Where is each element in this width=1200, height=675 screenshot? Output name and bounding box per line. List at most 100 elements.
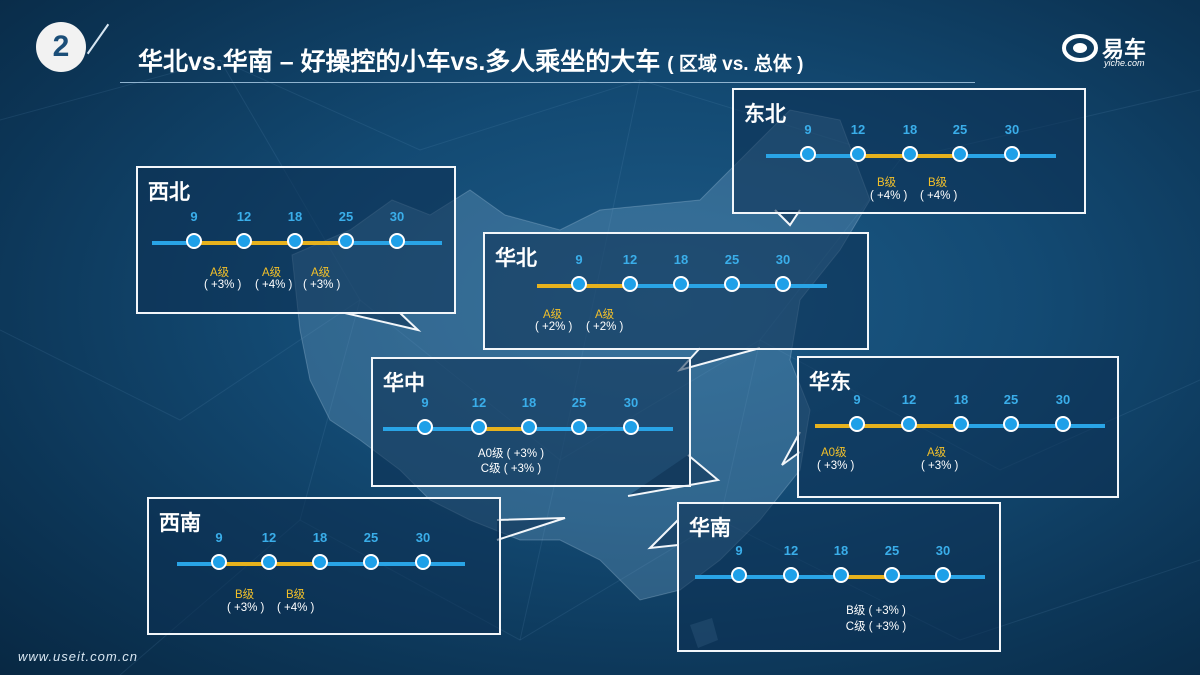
scale-node <box>935 567 951 583</box>
scale-tick-label: 12 <box>261 530 277 545</box>
segment-label: A级 <box>927 447 947 459</box>
title-paren: ( 区域 vs. 总体 ) <box>667 54 804 75</box>
scale-tick-label: 9 <box>421 395 429 410</box>
scale-tick-label: 25 <box>1003 392 1019 407</box>
segment-pct: ( +2% ) <box>535 321 573 333</box>
page-title: 华北vs.华南 – 好操控的小车vs.多人乘坐的大车 ( 区域 vs. 总体 ) <box>138 42 803 78</box>
scale-tick-label: 30 <box>1055 392 1071 407</box>
scale-node <box>902 146 918 162</box>
scale-tick-label: 25 <box>952 122 968 137</box>
highlight-segment <box>841 575 893 579</box>
scale-node <box>521 419 537 435</box>
scale-tick-label: 25 <box>884 543 900 558</box>
scale-node <box>775 276 791 292</box>
title-underline <box>120 82 975 83</box>
scale-tick-label: 25 <box>724 252 740 267</box>
segment-label: C级 ( +3% ) <box>845 621 907 633</box>
scale-tick-label: 30 <box>389 209 405 224</box>
scale-node <box>800 146 816 162</box>
scale-tick-label: 18 <box>312 530 328 545</box>
scale-tick-label: 18 <box>833 543 849 558</box>
scale-tick-label: 9 <box>735 543 743 558</box>
region-name: 西北 <box>148 181 190 204</box>
scale-node <box>833 567 849 583</box>
scale-tick-label: 30 <box>1004 122 1020 137</box>
scale-tick-label: 18 <box>287 209 303 224</box>
scale-node <box>287 233 303 249</box>
segment-label: A级 <box>595 309 615 321</box>
segment-pct: ( +3% ) <box>921 460 959 472</box>
scale-tick-label: 12 <box>850 122 866 137</box>
scale-tick-label: 12 <box>783 543 799 558</box>
scale-tick-label: 18 <box>953 392 969 407</box>
region-name: 华北 <box>495 247 537 270</box>
segment-label: A0级 ( +3% ) <box>477 448 545 460</box>
segment-label: A级 <box>311 267 331 279</box>
scale-node <box>673 276 689 292</box>
scale-tick-label: 18 <box>521 395 537 410</box>
scale-node <box>849 416 865 432</box>
scale-node <box>724 276 740 292</box>
scale-node <box>1055 416 1071 432</box>
scale-node <box>901 416 917 432</box>
scale-node <box>884 567 900 583</box>
segment-pct: ( +4% ) <box>277 602 315 614</box>
segment-label: A级 <box>210 267 230 279</box>
scale-tick-label: 9 <box>190 209 198 224</box>
scale-node <box>571 419 587 435</box>
segment-pct: ( +3% ) <box>817 460 855 472</box>
scale-node <box>211 554 227 570</box>
scale-node <box>236 233 252 249</box>
scale-node <box>186 233 202 249</box>
yiche-logo-icon <box>1062 34 1098 62</box>
scale-node <box>1004 146 1020 162</box>
segment-label: B级 <box>877 177 897 189</box>
scale-tick-label: 18 <box>902 122 918 137</box>
segment-pct: ( +4% ) <box>255 279 293 291</box>
segment-label: C级 ( +3% ) <box>480 463 542 475</box>
logo-cn: 易车 <box>1102 37 1147 62</box>
scale-node <box>953 416 969 432</box>
segment-label: B级 <box>235 589 255 601</box>
scale-node <box>571 276 587 292</box>
scale-tick-label: 30 <box>415 530 431 545</box>
scale-node <box>417 419 433 435</box>
segment-pct: ( +3% ) <box>303 279 341 291</box>
region-name: 华中 <box>383 372 425 395</box>
scale-node <box>731 567 747 583</box>
scale-tick-label: 12 <box>622 252 638 267</box>
scale-tick-label: 18 <box>673 252 689 267</box>
segment-pct: ( +2% ) <box>586 321 624 333</box>
scale-node <box>622 276 638 292</box>
scale-tick-label: 9 <box>575 252 583 267</box>
scale-node <box>261 554 277 570</box>
scale-tick-label: 30 <box>623 395 639 410</box>
scale-tick-label: 12 <box>471 395 487 410</box>
scale-node <box>623 419 639 435</box>
scale-tick-label: 25 <box>338 209 354 224</box>
region-name: 华南 <box>689 517 731 540</box>
scale-node <box>312 554 328 570</box>
segment-pct: ( +3% ) <box>204 279 242 291</box>
footer-url: www.useit.com.cn <box>18 649 139 664</box>
highlight-segment <box>194 241 346 245</box>
region-name: 西南 <box>159 512 201 535</box>
scale-node <box>850 146 866 162</box>
highlight-segment <box>479 427 529 431</box>
scale-node <box>389 233 405 249</box>
scale-tick-label: 9 <box>853 392 861 407</box>
segment-label: A级 <box>262 267 282 279</box>
segment-pct: ( +3% ) <box>227 602 265 614</box>
segment-label: A0级 <box>821 447 847 459</box>
segment-label: B级 <box>928 177 948 189</box>
section-number-badge: 2 <box>36 22 86 72</box>
scale-tick-label: 9 <box>804 122 812 137</box>
segment-label: B级 <box>286 589 306 601</box>
scale-node <box>471 419 487 435</box>
